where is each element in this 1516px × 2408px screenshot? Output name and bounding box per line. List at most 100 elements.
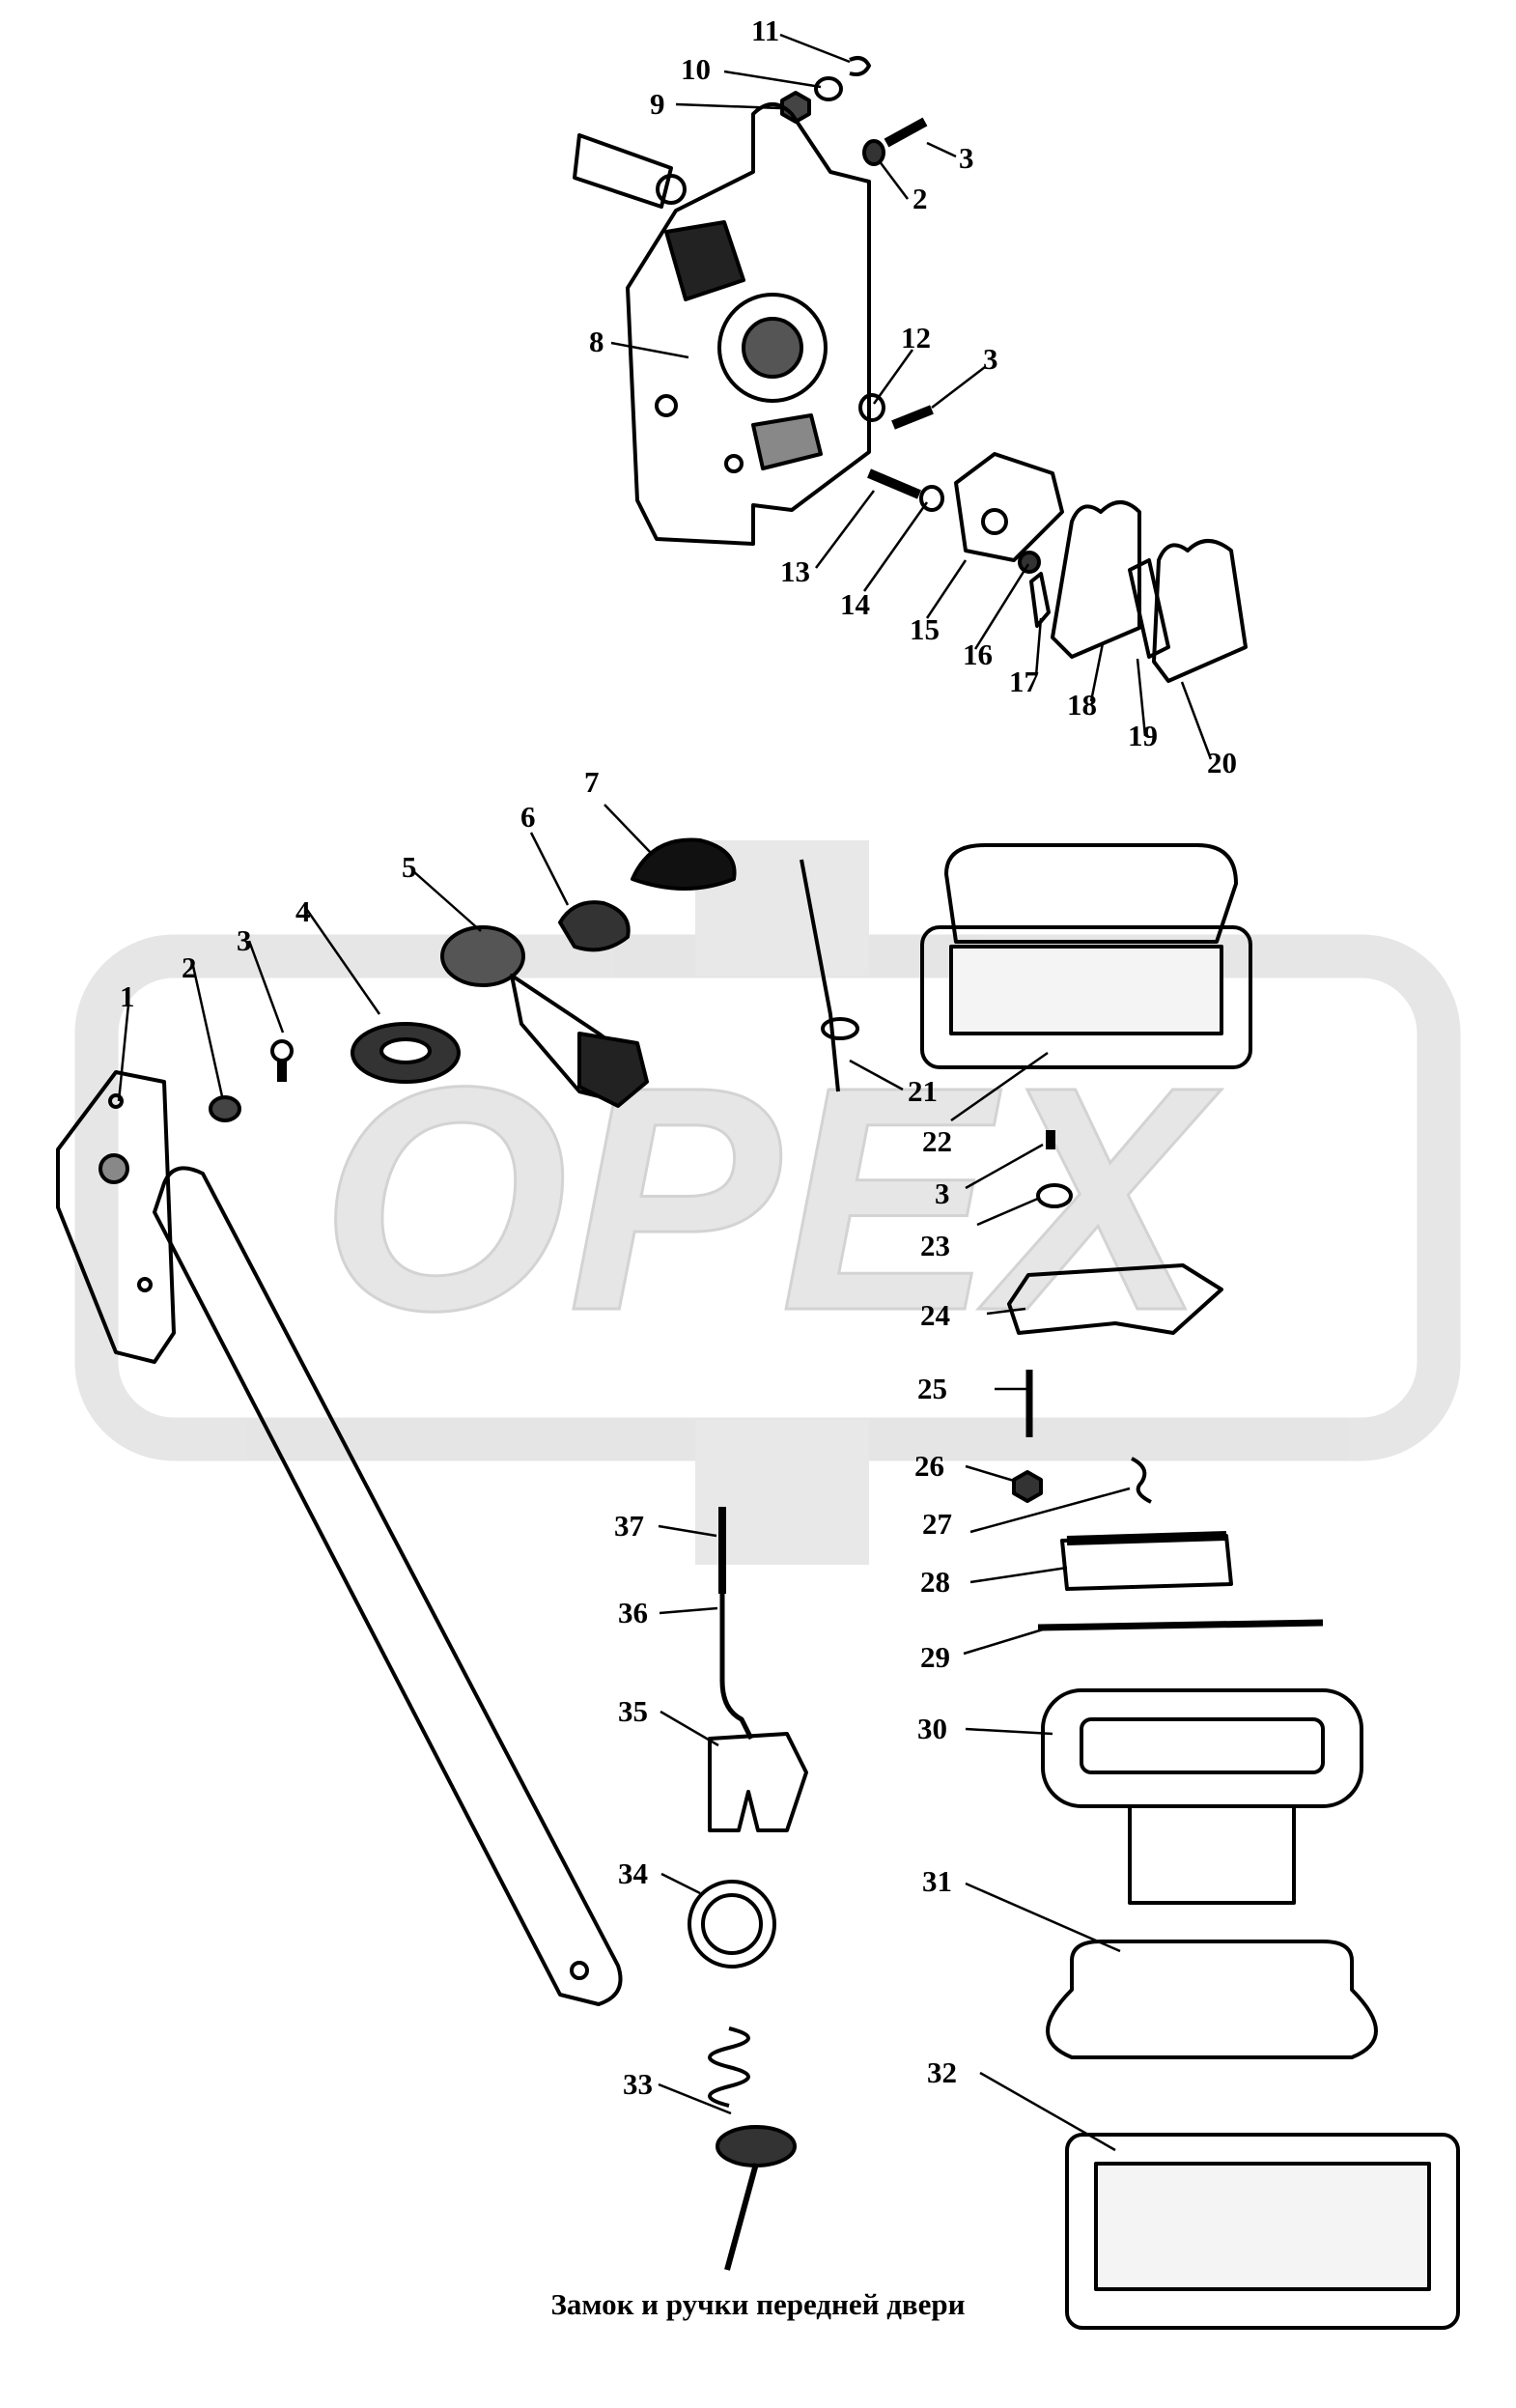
callout-17: 17 xyxy=(1009,665,1039,698)
part-30-frame-tab xyxy=(1128,1806,1296,1905)
callout-3: 3 xyxy=(959,141,974,175)
part-9-nut xyxy=(780,91,811,124)
part-33-rod xyxy=(724,2163,759,2271)
callout-23: 23 xyxy=(920,1229,950,1262)
part-15-striker xyxy=(954,452,1064,562)
callout-3: 3 xyxy=(983,342,998,376)
part-21-wire xyxy=(800,859,840,1092)
part-20-plate xyxy=(1152,539,1248,683)
part-36-hook-rod xyxy=(719,1594,754,1741)
callout-21: 21 xyxy=(908,1074,938,1108)
part-31-base xyxy=(1046,1940,1378,2059)
lock-rotor-ring xyxy=(717,293,828,403)
watermark: OPEX xyxy=(74,840,1461,1565)
callout-31: 31 xyxy=(922,1864,952,1898)
callout-15: 15 xyxy=(910,612,940,646)
part-23-washer xyxy=(1036,1183,1073,1208)
callout-22: 22 xyxy=(922,1124,952,1158)
callout-18: 18 xyxy=(1067,688,1097,722)
lock-body-pawl xyxy=(751,413,823,470)
part-35-clip xyxy=(708,1732,808,1832)
part-22-handle-body xyxy=(920,925,1252,1069)
part-10-washer xyxy=(814,76,843,101)
part-12-washer xyxy=(858,393,885,422)
part-21-grommet xyxy=(821,1017,859,1040)
callout-24: 24 xyxy=(920,1298,950,1332)
callout-4: 4 xyxy=(295,894,311,928)
lock-body-catch xyxy=(664,220,745,301)
callout-29: 29 xyxy=(920,1640,950,1674)
callout-19: 19 xyxy=(1128,719,1158,752)
part-6-spring-washer xyxy=(558,900,631,952)
figure-caption: Замок и ручки передней двери xyxy=(550,2287,966,2321)
part-33-spring xyxy=(708,2026,750,2108)
part-27-spring xyxy=(1131,1457,1152,1504)
part-33-spring-cup xyxy=(716,2125,797,2167)
part-28-ridge xyxy=(1066,1531,1227,1545)
callout-35: 35 xyxy=(618,1694,648,1728)
inner-handle-assembly xyxy=(56,837,737,2006)
callout-6: 6 xyxy=(520,800,536,834)
part-34-ring-inner xyxy=(701,1893,763,1955)
part-32-escutcheon-recess xyxy=(1094,2162,1431,2291)
part-17-clip xyxy=(1029,572,1051,628)
outer-handle-assembly xyxy=(920,843,1460,2330)
part-3-screw-head-left xyxy=(270,1039,294,1062)
callout-27: 27 xyxy=(922,1507,952,1541)
lock-body-hole xyxy=(655,394,678,417)
callout-36: 36 xyxy=(618,1596,648,1629)
callout-30: 30 xyxy=(917,1712,947,1745)
callout-3: 3 xyxy=(935,1176,950,1210)
lock-assembly xyxy=(573,56,1248,683)
part-11-split-pin xyxy=(849,56,871,76)
callout-26: 26 xyxy=(914,1449,944,1483)
part-2-bushing-left xyxy=(209,1095,241,1122)
part-30-frame-opening xyxy=(1080,1717,1325,1774)
part-24-bracket xyxy=(1007,1263,1223,1335)
connecting-rod xyxy=(153,1166,623,2006)
callout-16: 16 xyxy=(963,637,993,671)
part-22-handle-top xyxy=(944,843,1238,944)
part-2-washer-top xyxy=(862,139,885,166)
part-30-frame xyxy=(1041,1688,1363,1808)
callout-20: 20 xyxy=(1207,746,1237,779)
part-5-handle-hub xyxy=(440,925,525,987)
part-26-nut xyxy=(1012,1470,1043,1503)
part-18-plate xyxy=(1051,500,1141,659)
part-22-handle-recess xyxy=(949,945,1223,1035)
callout-12: 12 xyxy=(901,321,931,354)
callout-3: 3 xyxy=(237,923,252,957)
part-19-shim xyxy=(1128,558,1170,659)
part-3-screw-top xyxy=(884,117,928,148)
callout-8: 8 xyxy=(589,325,604,358)
part-34-ring-outer xyxy=(688,1880,776,1969)
callout-7: 7 xyxy=(584,765,600,799)
leader-lines xyxy=(117,33,1213,2152)
lock-rotor xyxy=(742,317,803,379)
connecting-rod-hole xyxy=(570,1961,589,1980)
callout-13: 13 xyxy=(780,554,810,588)
lock-lever xyxy=(573,133,673,209)
part-5-handle-grip xyxy=(577,1032,649,1108)
callout-37: 37 xyxy=(614,1509,644,1543)
part-1-hole xyxy=(137,1277,153,1292)
callout-11: 11 xyxy=(751,14,779,47)
callout-10: 10 xyxy=(681,52,711,86)
part-14-washer xyxy=(919,485,944,512)
part-32-escutcheon xyxy=(1065,2133,1460,2330)
callout-5: 5 xyxy=(402,850,417,884)
callout-25: 25 xyxy=(917,1372,947,1405)
callout-33: 33 xyxy=(623,2067,653,2101)
lock-lever-pivot xyxy=(656,174,687,205)
linkage-parts xyxy=(688,859,859,2271)
callout-numbers: 11 10 9 3 2 8 12 3 13 14 15 16 17 18 19 … xyxy=(120,14,1237,2101)
part-7-cap xyxy=(631,837,737,891)
part-1-hole xyxy=(108,1093,124,1109)
part-8-lock-body xyxy=(626,102,871,546)
lock-body-hole xyxy=(724,454,744,473)
striker-hole xyxy=(981,508,1008,535)
part-16-nut xyxy=(1018,551,1041,574)
callout-2: 2 xyxy=(182,950,197,984)
part-1-bracket xyxy=(56,1070,176,1364)
